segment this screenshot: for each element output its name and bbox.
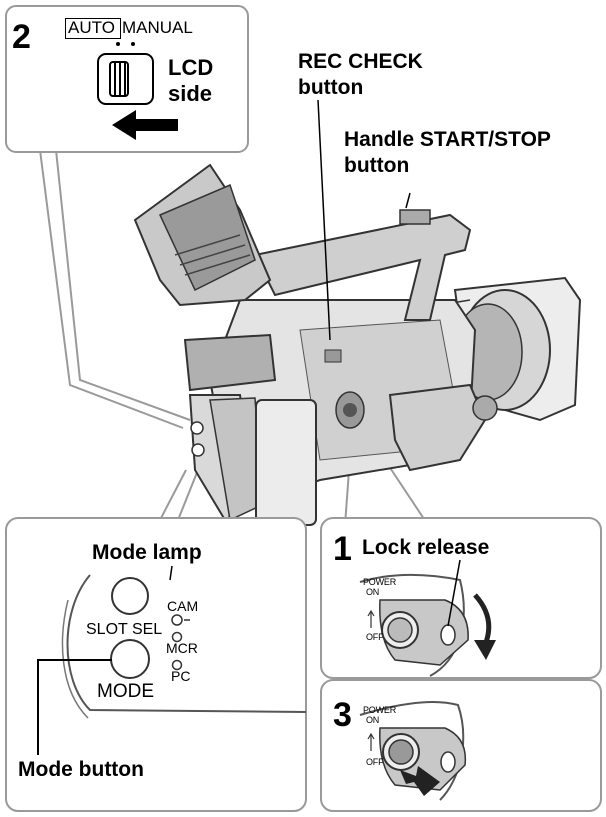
auto-label-box xyxy=(65,18,121,39)
lock-release-leader xyxy=(447,559,461,627)
mcr-lamp xyxy=(171,631,183,643)
step1-number: 1 xyxy=(333,530,352,568)
step2-number: 2 xyxy=(12,18,31,56)
handle-leader xyxy=(405,192,411,209)
step1-power-label: POWER xyxy=(363,577,397,587)
handle-start-stop-label: Handle START/STOP xyxy=(344,128,551,151)
mcr-label: MCR xyxy=(166,640,198,656)
step3-number: 3 xyxy=(333,696,352,734)
slot-sel-button xyxy=(111,577,149,615)
step3-on-label: ON xyxy=(366,715,380,725)
left-arrow-icon xyxy=(112,110,178,140)
mode-panel-box xyxy=(5,517,307,812)
lcd-side-line1: LCD xyxy=(168,55,214,80)
cam-lamp xyxy=(171,614,183,626)
manual-dot xyxy=(131,42,135,46)
mode-switch-knob[interactable] xyxy=(109,61,129,97)
rec-check-label: REC CHECK xyxy=(298,50,423,73)
rec-check-leader xyxy=(317,99,331,341)
handle-start-stop-label-2: button xyxy=(344,154,410,177)
pc-lamp xyxy=(171,659,183,671)
auto-dot xyxy=(116,42,120,46)
auto-label: AUTO xyxy=(68,18,115,37)
manual-label: MANUAL xyxy=(122,18,193,37)
push-arrow xyxy=(400,766,440,796)
callout-leader-lines xyxy=(39,149,191,429)
step1-on-label: ON xyxy=(366,587,380,597)
rec-check-label-2: button xyxy=(298,76,364,99)
slot-sel-label: SLOT SEL xyxy=(86,621,163,638)
mode-lamp-leader xyxy=(169,565,173,581)
step1-off-label: OFF xyxy=(366,632,384,642)
pc-label: PC xyxy=(171,668,191,684)
step3-body-curve xyxy=(359,701,465,801)
step3-off-label: OFF xyxy=(366,757,384,767)
camcorder-illustration xyxy=(133,163,582,526)
lock-release-spot xyxy=(440,624,456,646)
cam-label: CAM xyxy=(167,598,199,614)
lock-release-label: Lock release xyxy=(362,536,490,559)
mode-button-label: Mode button xyxy=(18,758,144,781)
mode-panel-body-outline xyxy=(66,574,307,713)
mode-switch[interactable] xyxy=(97,53,154,105)
mode-lamp-label: Mode lamp xyxy=(92,541,202,564)
mode-button-leader xyxy=(37,659,112,755)
step3-power-label: POWER xyxy=(363,705,397,715)
lcd-side-line2: side xyxy=(168,81,213,106)
mode-label: MODE xyxy=(97,681,154,702)
mode-button-illustration xyxy=(110,639,150,679)
